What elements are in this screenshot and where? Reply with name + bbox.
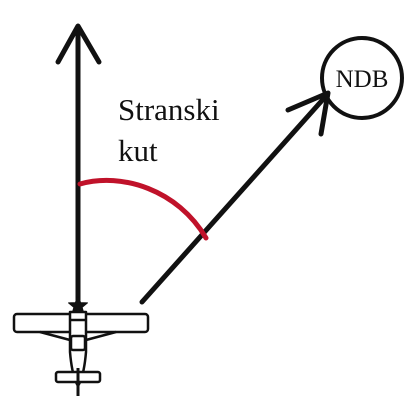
angle-label-line1: Stranski	[118, 92, 220, 127]
star-icon	[68, 295, 88, 315]
ndb-beacon: NDB	[320, 36, 404, 120]
heading-arrow	[55, 23, 102, 303]
bearing-arrow	[139, 90, 331, 305]
angle-label-line2: kut	[118, 133, 158, 168]
ndb-label: NDB	[336, 66, 389, 93]
airplane-icon	[12, 295, 150, 396]
relative-bearing-arc	[77, 177, 209, 241]
